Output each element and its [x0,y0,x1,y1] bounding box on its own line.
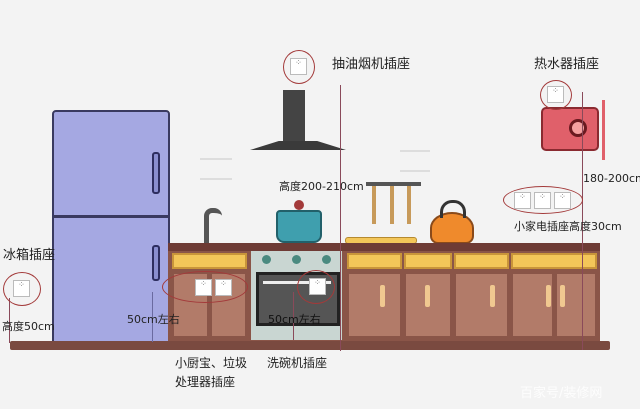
small-appliance-label: 小家电插座高度30cm [514,220,622,233]
fridge-handle [152,152,160,194]
door-knob [546,285,551,307]
socket-icon: ⁘ [195,279,212,296]
height-dimension-line [9,298,10,343]
pot [276,210,322,243]
cabinet-door [347,272,402,338]
door-knob [425,285,430,307]
height-dimension-line [582,92,583,350]
sink-height-label: 50cm左右 [127,313,180,326]
water-pipe [595,100,605,160]
range-hood-chimney [283,90,305,142]
oven-knob [292,255,301,264]
highlight-ring [540,80,572,110]
highlight-ring [297,270,335,304]
highlight-ring [3,272,41,306]
socket-icon: ⁘ [554,192,571,209]
door-knob [380,285,385,307]
highlight-ring [503,186,583,214]
watermark: 百家号/装修网 [520,386,603,401]
countertop [168,243,600,251]
oven-knob [262,255,271,264]
cabinet-door [511,272,554,338]
fridge-socket-label: 冰箱插座 [3,248,56,263]
water-heater-dial [569,119,587,137]
range-hood [250,141,346,150]
drawer [511,253,597,269]
fridge-height-label: 高度50cm [2,320,55,333]
highlight-ring [283,50,315,84]
socket-icon: ⁘ [547,86,564,103]
kettle-handle [440,200,466,218]
water-heater [541,107,599,151]
socket-icon: ⁘ [514,192,531,209]
drawer [404,253,452,269]
heater-height-label: 180-200cm [583,172,640,185]
socket-icon: ⁘ [13,280,30,297]
socket-icon: ⁘ [309,278,326,295]
fridge-divider [54,215,168,218]
sink-socket-label: 处理器插座 [175,375,236,389]
wall-brick-decoration [200,158,232,180]
door-knob [490,285,495,307]
socket-icon: ⁘ [534,192,551,209]
fridge-handle [152,245,160,281]
utensil [390,186,394,224]
faucet [204,208,222,244]
utensil [372,186,376,224]
drawer [172,253,247,269]
socket-icon: ⁘ [290,58,307,75]
height-dimension-line [340,85,341,351]
height-dimension-line [152,292,153,342]
dishwasher-height-label: 50cm左右 [268,313,321,326]
socket-icon: ⁘ [215,279,232,296]
oven-knob [322,255,331,264]
hood-height-label: 高度200-210cm [279,180,364,193]
utensil-rack [366,182,421,186]
sink-socket-label: 小厨宝、垃圾 [175,356,248,370]
pot-lid-knob [294,200,304,210]
hood-socket-label: 抽油烟机插座 [332,57,411,72]
door-knob [560,285,565,307]
floor-plinth [10,341,610,350]
highlight-ring [162,271,248,303]
cabinet-door [454,272,509,338]
utensil [407,186,411,224]
wall-brick-decoration [400,150,430,172]
refrigerator [52,110,170,346]
cabinet-door [404,272,452,338]
drawer [347,253,402,269]
dishwasher-socket-label: 洗碗机插座 [267,356,328,370]
drawer [454,253,509,269]
heater-socket-label: 热水器插座 [534,57,600,72]
height-dimension-line [293,292,294,340]
